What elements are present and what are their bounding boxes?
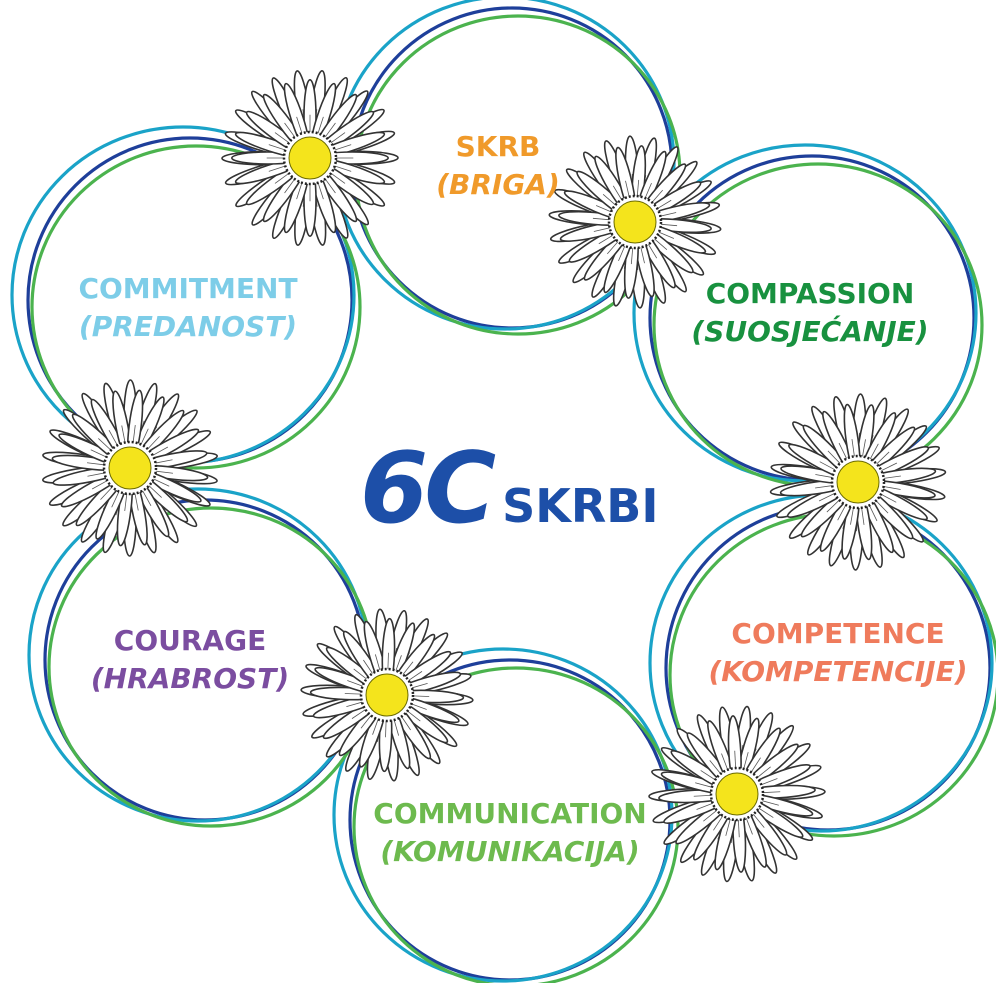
item-communication: COMMUNICATION (KOMUNIKACIJA) — [373, 795, 646, 871]
item-commitment: COMMITMENT (PREDANOST) — [78, 270, 297, 346]
title-small: SKRBI — [502, 479, 659, 533]
item-communication-label: COMMUNICATION — [373, 797, 647, 830]
daisy-flower-icon — [300, 608, 474, 782]
title-big: 6C — [360, 432, 496, 546]
rings-layer — [10, 0, 996, 983]
item-compassion-label: COMPASSION — [705, 277, 915, 310]
item-competence-label: COMPETENCE — [731, 617, 945, 650]
daisies-layer — [42, 70, 947, 883]
item-courage-translation: (HRABROST) — [90, 662, 290, 695]
item-competence-translation: (KOMPETENCIJE) — [708, 655, 968, 688]
item-commitment-translation: (PREDANOST) — [78, 310, 298, 343]
daisy-flower-icon — [221, 70, 399, 246]
item-courage-label: COURAGE — [113, 624, 267, 657]
item-compassion: COMPASSION (SUOSJEĆANJE) — [691, 275, 928, 351]
item-competence: COMPETENCE (KOMPETENCIJE) — [709, 615, 968, 691]
daisy-flower-icon — [42, 379, 218, 557]
daisy-flower-icon — [769, 393, 947, 571]
item-skrb: SKRB (BRIGA) — [436, 128, 560, 204]
item-skrb-translation: (BRIGA) — [436, 168, 560, 201]
item-commitment-label: COMMITMENT — [78, 272, 298, 305]
item-skrb-label: SKRB — [455, 130, 541, 163]
ring-commitment-stroke-2 — [30, 144, 362, 470]
daisy-flower-icon — [548, 135, 722, 309]
item-compassion-translation: (SUOSJEĆANJE) — [691, 315, 929, 348]
item-communication-translation: (KOMUNIKACIJA) — [380, 835, 640, 868]
item-courage: COURAGE (HRABROST) — [91, 622, 289, 698]
daisy-flower-icon — [648, 705, 826, 883]
